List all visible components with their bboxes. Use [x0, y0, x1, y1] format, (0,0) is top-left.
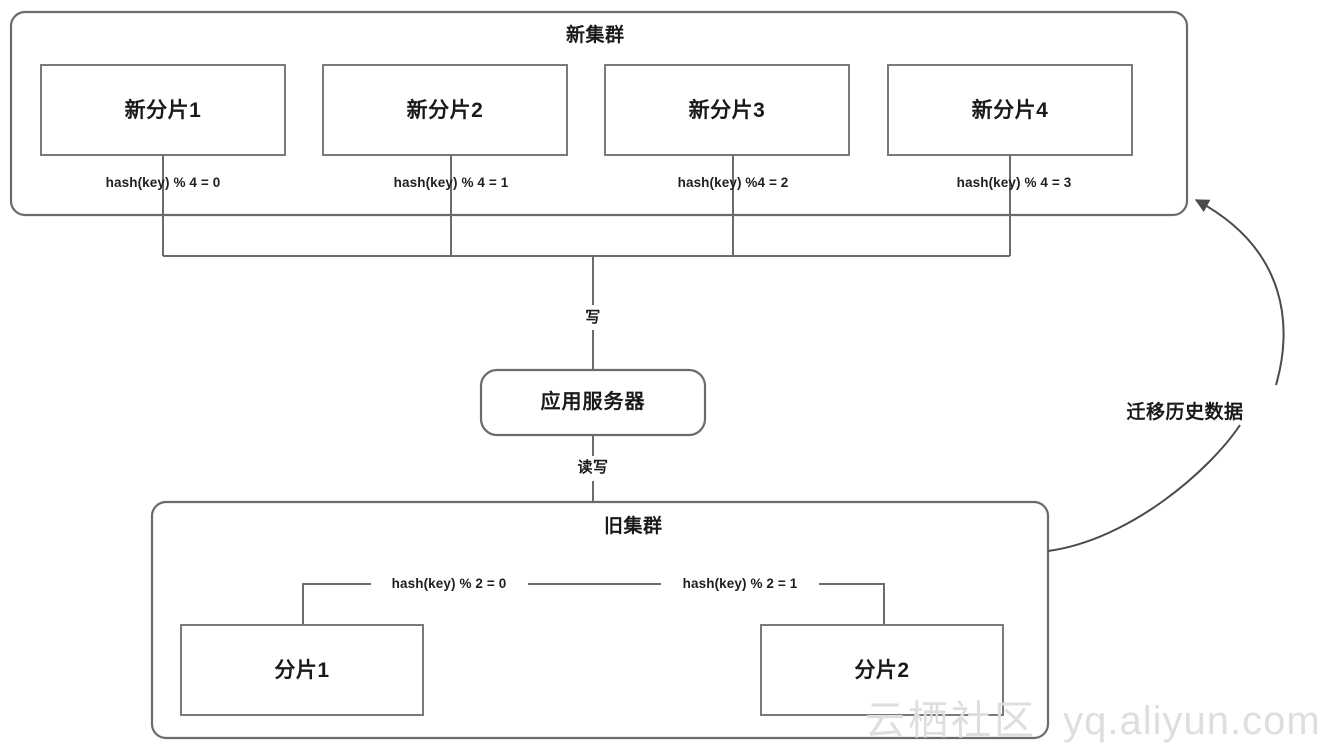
old-shard-2-connector	[819, 583, 885, 625]
new-shard-4-hash-rule: hash(key) % 4 = 3	[956, 175, 1072, 190]
new-shard-3-box	[604, 64, 850, 156]
app-server-label: 应用服务器	[540, 391, 646, 413]
old-shard-2-label: 分片2	[854, 659, 910, 682]
old-shard-2-box	[760, 624, 1004, 716]
new-shard-2-label: 新分片2	[406, 99, 484, 122]
new-cluster-box	[9, 10, 1189, 217]
old-cluster-title: 旧集群	[604, 516, 663, 537]
old-shard-1-hash-rule: hash(key) % 2 = 0	[391, 576, 507, 591]
new-shard-1-box	[40, 64, 286, 156]
new-shard-3-label: 新分片3	[688, 99, 766, 122]
new-shard-1-label: 新分片1	[124, 99, 202, 122]
migrate-arrow-lower	[1047, 424, 1241, 552]
read-write-edge-label: 读写	[577, 459, 609, 476]
new-shard-2-hash-rule: hash(key) % 4 = 1	[393, 175, 509, 190]
migrate-arrow-upper	[1194, 199, 1285, 386]
watermark-brand: 云栖社区	[865, 699, 1037, 743]
new-shard-1-hash-rule: hash(key) % 4 = 0	[105, 175, 221, 190]
new-cluster-title: 新集群	[566, 25, 625, 46]
old-shard-1-label: 分片1	[274, 659, 330, 682]
new-shard-3-hash-rule: hash(key) %4 = 2	[677, 175, 789, 190]
migrate-history-data-label: 迁移历史数据	[1126, 402, 1244, 423]
new-shard-4-label: 新分片4	[971, 99, 1049, 122]
watermark-url: yq.aliyun.com	[1063, 699, 1321, 743]
write-edge-label: 写	[585, 309, 601, 326]
watermark: 云栖社区 yq.aliyun.com	[865, 688, 1321, 746]
old-shard-1-connector	[302, 583, 371, 625]
new-shard-2-box	[322, 64, 568, 156]
old-shard-1-box	[180, 624, 424, 716]
old-shard-2-hash-rule: hash(key) % 2 = 1	[682, 576, 798, 591]
